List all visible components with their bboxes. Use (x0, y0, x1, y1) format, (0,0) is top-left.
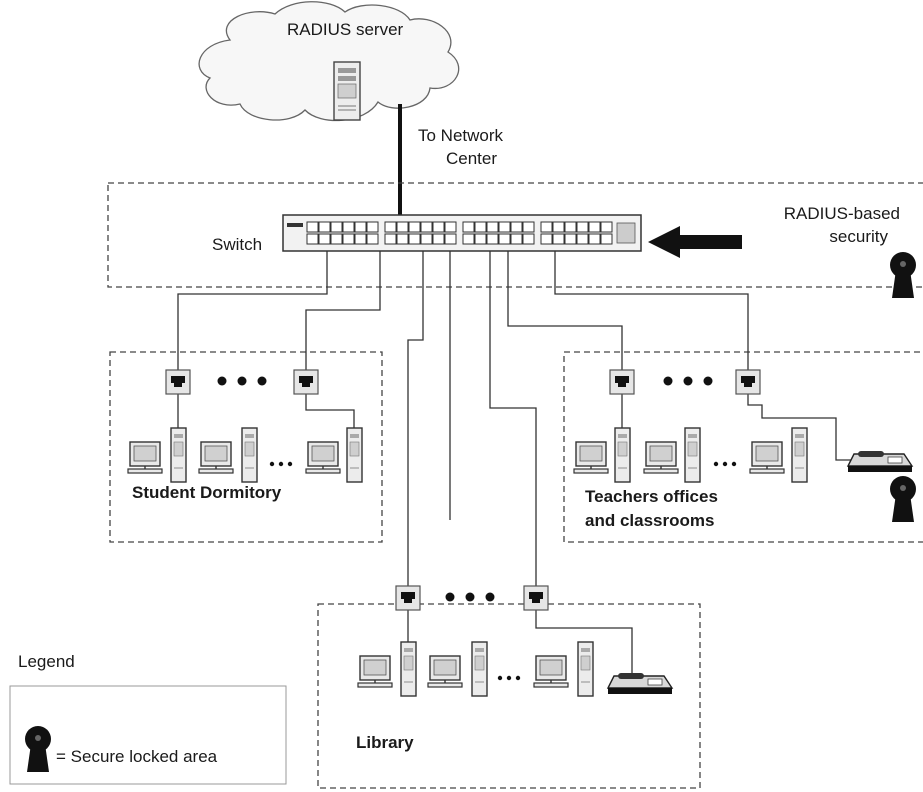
rj45-wall-jack-icon (293, 369, 319, 395)
desktop-computer-icon (357, 655, 393, 688)
rj45-wall-jack-icon (735, 369, 761, 395)
thick-arrow-left-icon (648, 226, 742, 258)
pc-tower-icon (170, 427, 187, 483)
network-switch-icon (282, 214, 642, 252)
teachers-zone (563, 351, 923, 543)
pc-tower-icon (400, 641, 417, 697)
teachers-label-line1: Teachers offices (585, 487, 718, 506)
cloud-icon (198, 1, 460, 122)
desktop-computer-icon (305, 441, 341, 474)
ellipsis-dots (217, 376, 737, 681)
pc-tower-icon (684, 427, 701, 483)
library-label: Library (356, 733, 414, 752)
network-center-label-line2: Center (446, 149, 498, 168)
legend-box (9, 685, 287, 785)
student-dormitory-label: Student Dormitory (132, 483, 282, 502)
network-center-label-line1: To Network (418, 126, 504, 145)
pc-tower-icon (346, 427, 363, 483)
desktop-computer-icon (198, 441, 234, 474)
radius-security-label-line2: security (829, 227, 888, 246)
ip-phone-icon (847, 450, 913, 473)
keyhole-lock-icon (25, 726, 51, 772)
legend-title: Legend (18, 652, 75, 671)
rj45-wall-jack-icon (165, 369, 191, 395)
desktop-computer-icon (749, 441, 785, 474)
pc-tower-icon (791, 427, 808, 483)
rj45-wall-jack-icon (395, 585, 421, 611)
radius-security-label-line1: RADIUS-based (783, 204, 900, 223)
desktop-computer-icon (573, 441, 609, 474)
server-tower-icon (333, 61, 361, 121)
rj45-wall-jack-icon (523, 585, 549, 611)
radius-server-label: RADIUS server (287, 20, 404, 39)
pc-tower-icon (471, 641, 488, 697)
desktop-computer-icon (127, 441, 163, 474)
cables (177, 251, 852, 683)
pc-tower-icon (241, 427, 258, 483)
desktop-computer-icon (427, 655, 463, 688)
rj45-wall-jack-icon (609, 369, 635, 395)
pc-tower-icon (577, 641, 594, 697)
library-zone (317, 603, 701, 789)
secure-zone-top (107, 182, 923, 288)
keyhole-lock-icon (890, 476, 916, 522)
teachers-label-line2: and classrooms (585, 511, 715, 530)
keyhole-lock-icon (890, 252, 916, 298)
desktop-computer-icon (643, 441, 679, 474)
desktop-computer-icon (533, 655, 569, 688)
legend-item-label: = Secure locked area (56, 747, 218, 766)
ip-phone-icon (607, 672, 673, 695)
dormitory-zone (109, 351, 383, 543)
switch-label: Switch (212, 235, 263, 254)
pc-tower-icon (614, 427, 631, 483)
